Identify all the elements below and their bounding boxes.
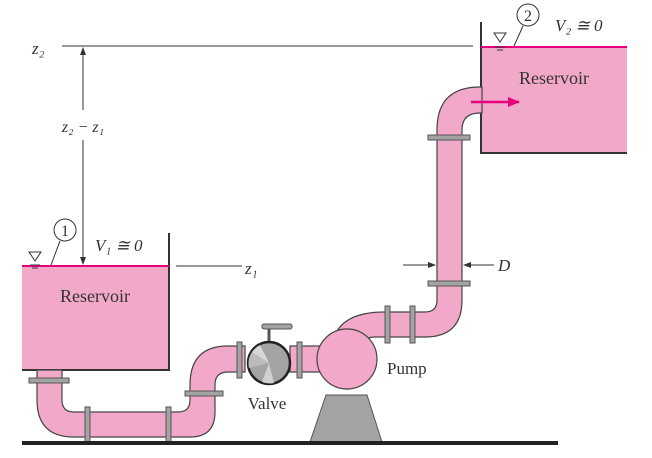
flange: [28, 377, 70, 384]
v2-label: V₂ ≅ 0: [555, 16, 603, 35]
v1-label: V₁ ≅ 0: [95, 236, 143, 255]
z1-label: z₁: [244, 259, 258, 278]
flange: [184, 390, 224, 397]
flange: [384, 305, 391, 344]
flange: [427, 280, 471, 287]
free-surface-icon: [493, 32, 507, 51]
lower-reservoir-label: Reservoir: [60, 286, 130, 306]
flange: [165, 406, 172, 444]
valve: [246, 323, 293, 386]
flange: [236, 341, 243, 379]
flange: [427, 134, 471, 141]
pump-casing: [316, 328, 378, 390]
lower-reservoir: [22, 233, 170, 371]
flange: [409, 305, 416, 344]
point-1-label: 1: [61, 223, 69, 240]
diameter-label: D: [497, 256, 511, 275]
flanges: [28, 134, 471, 444]
pump-label: Pump: [387, 359, 427, 378]
height-difference-label: z₂ − z₁: [61, 119, 104, 136]
flange: [296, 341, 303, 379]
valve-handle: [261, 323, 293, 330]
point-2-marker: [516, 3, 540, 27]
point-2-label: 2: [524, 8, 532, 25]
piping: [36, 86, 483, 438]
valve-label: Valve: [248, 394, 287, 413]
pump: [309, 328, 383, 443]
upper-reservoir: [480, 22, 627, 154]
pump-base: [309, 394, 383, 443]
point-1-marker: [53, 218, 77, 242]
z2-label: z₂: [31, 39, 45, 58]
free-surface-icon: [28, 251, 42, 269]
upper-reservoir-label: Reservoir: [519, 68, 589, 88]
flange: [84, 406, 91, 444]
